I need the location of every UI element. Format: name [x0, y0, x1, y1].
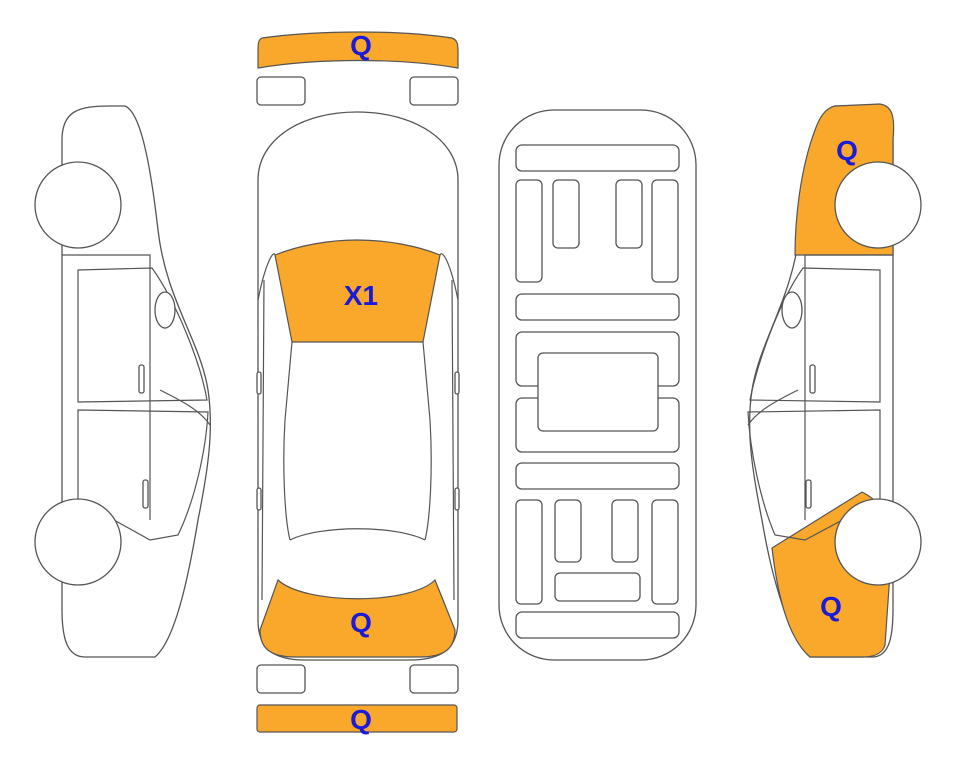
- underside-front-right-slot: [615, 179, 643, 249]
- right-side-pillar: [804, 254, 893, 520]
- right-side-rear-handle: [805, 479, 812, 509]
- top-view: [256, 111, 460, 661]
- windshield-mark: X1: [344, 280, 378, 311]
- top-right-handle-rear: [454, 487, 460, 511]
- right-side-rear-window: [747, 409, 881, 541]
- right-side-front-handle: [809, 364, 816, 394]
- top-right-handle-front: [454, 371, 460, 395]
- right-side-mirror-line: [747, 389, 799, 426]
- front-left-light: [256, 76, 306, 106]
- front-bumper-mark: Q: [350, 30, 372, 61]
- underside-rear-left-rail: [515, 499, 543, 605]
- right-rear-mark: Q: [820, 591, 842, 622]
- top-right-pillar: [439, 253, 459, 301]
- rear-upper-panel: [259, 578, 456, 658]
- left-side-front-window: [77, 267, 208, 403]
- rear-right-light: [409, 664, 459, 694]
- right-side-view: [747, 103, 922, 658]
- rear-bumper-group: [256, 664, 459, 733]
- underside-view: [498, 109, 697, 661]
- underside-front-left-rail: [515, 179, 543, 283]
- front-bumper-panel: [257, 31, 459, 69]
- front-bumper-group: [256, 31, 459, 106]
- left-side-front-wheel: [34, 161, 122, 249]
- right-side-front-wheel: [834, 161, 922, 249]
- top-rear-window-line: [289, 528, 426, 541]
- left-side-pillar: [62, 254, 151, 520]
- rear-upper-mark: Q: [350, 607, 372, 638]
- underside-cross-bar-1: [515, 293, 680, 321]
- top-left-pillar: [257, 253, 276, 301]
- left-side-rear-handle: [142, 479, 149, 509]
- left-side-mirror-line: [159, 389, 211, 426]
- top-left-sill: [261, 279, 265, 601]
- right-side-rear-wheel: [834, 498, 922, 586]
- rear-bumper-panel: [256, 704, 458, 733]
- underside-front-left-slot: [552, 179, 580, 249]
- underside-rear-bar: [515, 611, 680, 639]
- left-side-front-handle: [138, 364, 145, 394]
- right-side-front-window: [749, 267, 881, 403]
- underside-rear-left-slot: [554, 499, 582, 563]
- top-right-door-line: [422, 341, 432, 541]
- rear-left-light: [256, 664, 306, 694]
- underside-cross-bar-2: [515, 462, 680, 490]
- right-side-mirror: [781, 291, 803, 329]
- top-left-handle-rear: [256, 487, 262, 511]
- rear-bumper-mark: Q: [350, 704, 372, 735]
- left-side-mirror: [154, 291, 176, 329]
- top-left-door-line: [283, 341, 293, 541]
- top-left-handle-front: [256, 371, 262, 395]
- underside-center-box: [537, 352, 659, 432]
- underside-rear-right-slot: [611, 499, 639, 563]
- underside-front-bar: [515, 144, 680, 172]
- top-right-sill: [451, 279, 455, 601]
- windshield-panel: [274, 239, 441, 343]
- left-side-rear-wheel: [34, 498, 122, 586]
- front-right-light: [409, 76, 459, 106]
- underside-rear-right-rail: [651, 499, 679, 605]
- underside-rear-center: [554, 572, 641, 602]
- right-front-mark: Q: [836, 135, 858, 166]
- left-side-view: [34, 105, 212, 658]
- underside-front-right-rail: [651, 179, 679, 283]
